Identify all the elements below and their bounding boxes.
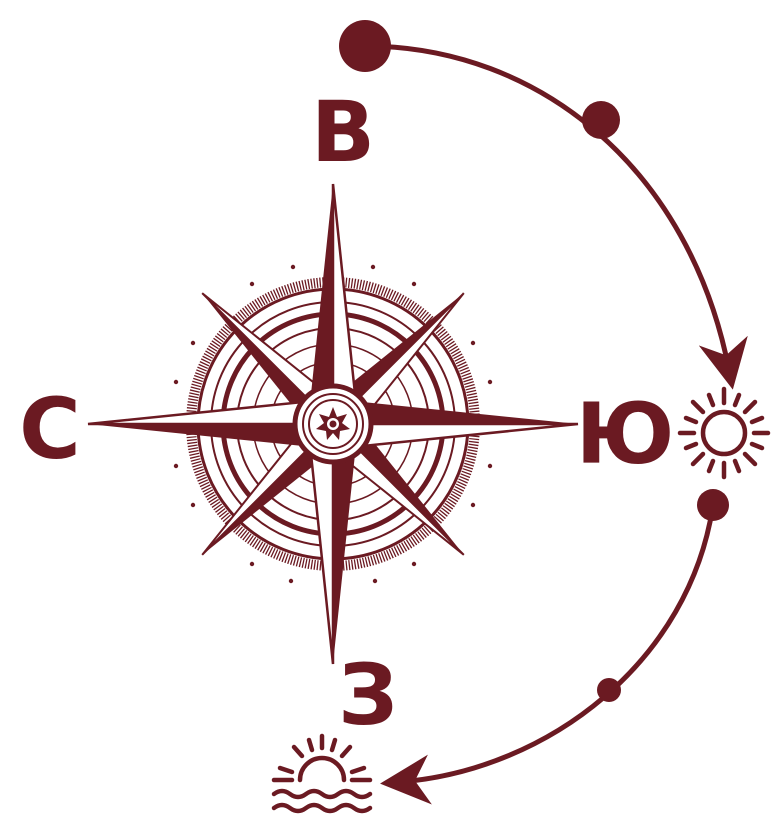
sun-evening-dot [597, 678, 621, 702]
sunset-over-water-icon [274, 736, 370, 811]
label-north: С [19, 380, 81, 478]
sun-arc-lower [400, 505, 713, 782]
compass-center-medallion [295, 386, 371, 462]
sun-start-dot [339, 20, 391, 72]
label-east: В [311, 83, 375, 181]
sun-mid-dot [582, 101, 620, 139]
sun-afternoon-dot [697, 489, 729, 521]
sun-path-upper [339, 20, 729, 370]
sun-path-lower [400, 489, 729, 782]
label-west: З [338, 646, 398, 744]
compass-rose-icon [88, 184, 578, 664]
sun-icon [680, 389, 768, 477]
label-south: Ю [576, 385, 675, 483]
